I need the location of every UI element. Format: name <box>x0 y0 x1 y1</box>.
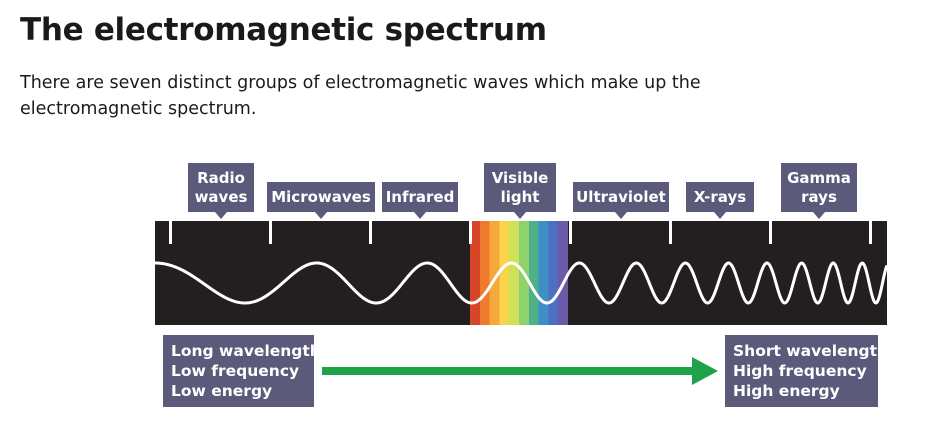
label-microwaves-text: Microwaves <box>271 187 371 206</box>
divider-tick <box>269 221 272 244</box>
divider-tick <box>569 221 572 244</box>
label-x-rays: X-rays <box>686 182 754 219</box>
wave-graphic <box>155 261 887 305</box>
wave-line <box>155 261 887 305</box>
label-visible-light-line1: Visible <box>491 168 549 187</box>
long-wavelength-line2: Low frequency <box>171 362 300 380</box>
label-radio-waves-line2: waves <box>194 187 248 206</box>
divider-tick <box>369 221 372 244</box>
page-title: The electromagnetic spectrum <box>20 12 547 48</box>
label-microwaves: Microwaves <box>267 182 375 219</box>
divider-tick <box>469 221 472 244</box>
divider-tick <box>869 221 872 244</box>
label-visible-light-line2: light <box>500 187 540 206</box>
label-ultraviolet: Ultraviolet <box>573 182 669 219</box>
spectrum-band <box>155 221 887 325</box>
arrow-shaft <box>322 367 694 375</box>
label-infrared-text: Infrared <box>385 187 455 206</box>
intro-paragraph: There are seven distinct groups of elect… <box>20 73 701 119</box>
label-visible-light: Visible light <box>484 163 556 219</box>
visible-spectrum-strip <box>470 221 568 325</box>
label-gamma-rays: Gamma rays <box>781 163 857 219</box>
divider-tick <box>669 221 672 244</box>
label-radio-waves: Radio waves <box>188 163 254 219</box>
long-wavelength-box: Long wavelength Low frequency Low energy <box>163 335 321 407</box>
long-wavelength-line3: Low energy <box>171 382 273 400</box>
short-wavelength-line3: High energy <box>733 382 840 400</box>
divider-tick <box>169 221 172 244</box>
direction-arrow <box>322 357 718 385</box>
label-gamma-rays-line1: Gamma <box>787 168 851 187</box>
label-ultraviolet-text: Ultraviolet <box>576 187 666 206</box>
short-wavelength-box: Short wavelength High frequency High ene… <box>725 335 889 407</box>
label-infrared: Infrared <box>382 182 458 219</box>
long-wavelength-line1: Long wavelength <box>171 342 321 360</box>
label-radio-waves-line1: Radio <box>197 168 245 187</box>
arrow-head <box>692 357 718 385</box>
label-x-rays-text: X-rays <box>693 187 747 206</box>
short-wavelength-line2: High frequency <box>733 362 867 380</box>
divider-tick <box>769 221 772 244</box>
short-wavelength-line1: Short wavelength <box>733 342 889 360</box>
label-gamma-rays-line2: rays <box>801 187 837 206</box>
